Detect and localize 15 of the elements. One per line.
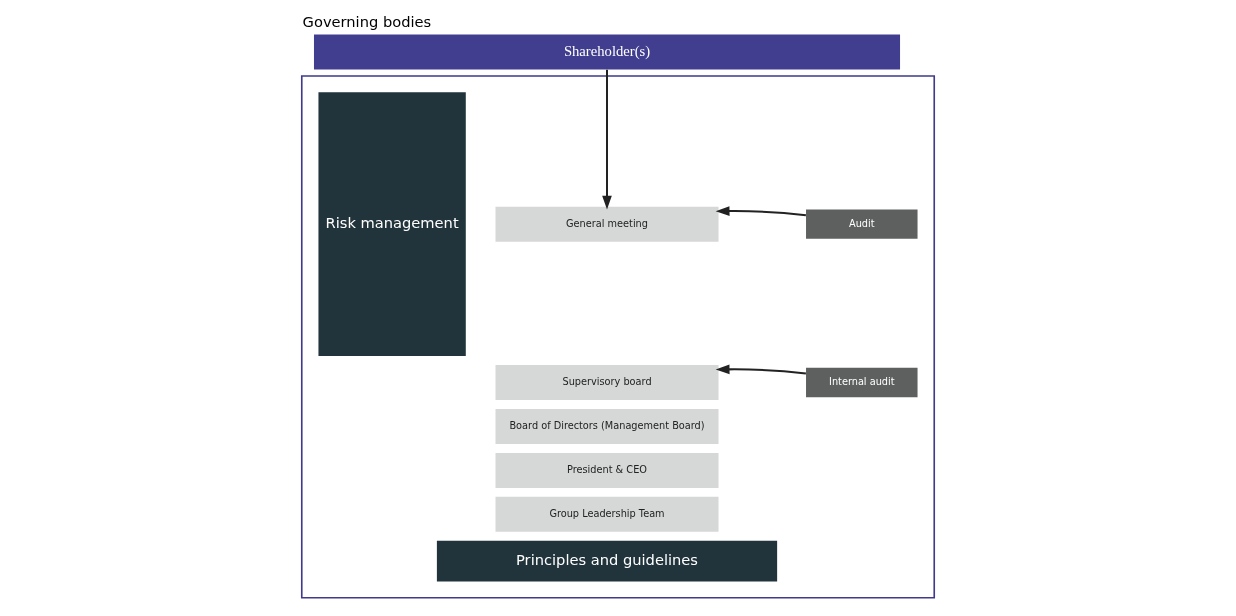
node-box: Board of Directors (Management Board) [495, 408, 719, 444]
node-box: Audit [806, 209, 918, 239]
arrow [715, 364, 806, 375]
diagram-title: Governing bodies [302, 12, 432, 30]
arrow [602, 69, 612, 210]
arrow [715, 206, 806, 217]
node-box: President & CEO [495, 452, 719, 488]
cluster [300, 75, 936, 599]
node-box: Risk management [318, 92, 466, 356]
node-box: Group Leadership Team [495, 496, 719, 532]
node-box: General meeting [495, 206, 719, 242]
node-box: Supervisory board [495, 365, 719, 400]
node-box: Shareholder(s) [314, 34, 901, 70]
node-box: Principles and guidelines [436, 540, 778, 582]
node-box: Internal audit [806, 367, 918, 398]
